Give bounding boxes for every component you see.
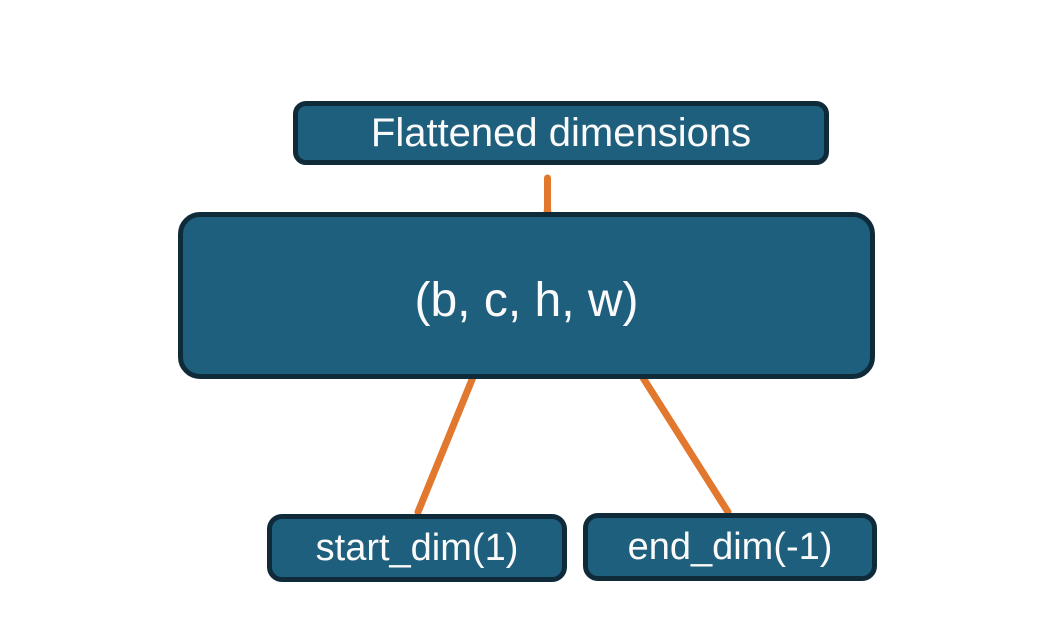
flattened-dimensions-box: Flattened dimensions bbox=[293, 101, 829, 165]
end-dim-label: end_dim(-1) bbox=[627, 525, 833, 568]
start-dim-box: start_dim(1) bbox=[267, 514, 567, 582]
tensor-shape-label: (b, c, h, w) bbox=[414, 274, 639, 327]
end-dim-arrow bbox=[629, 358, 732, 516]
flattened-dimensions-label: Flattened dimensions bbox=[370, 110, 752, 155]
start-dim-arrow bbox=[414, 356, 484, 516]
start-dim-label: start_dim(1) bbox=[315, 526, 519, 569]
end-dim-box: end_dim(-1) bbox=[583, 513, 877, 581]
tensor-shape-box: (b, c, h, w) bbox=[178, 212, 875, 379]
